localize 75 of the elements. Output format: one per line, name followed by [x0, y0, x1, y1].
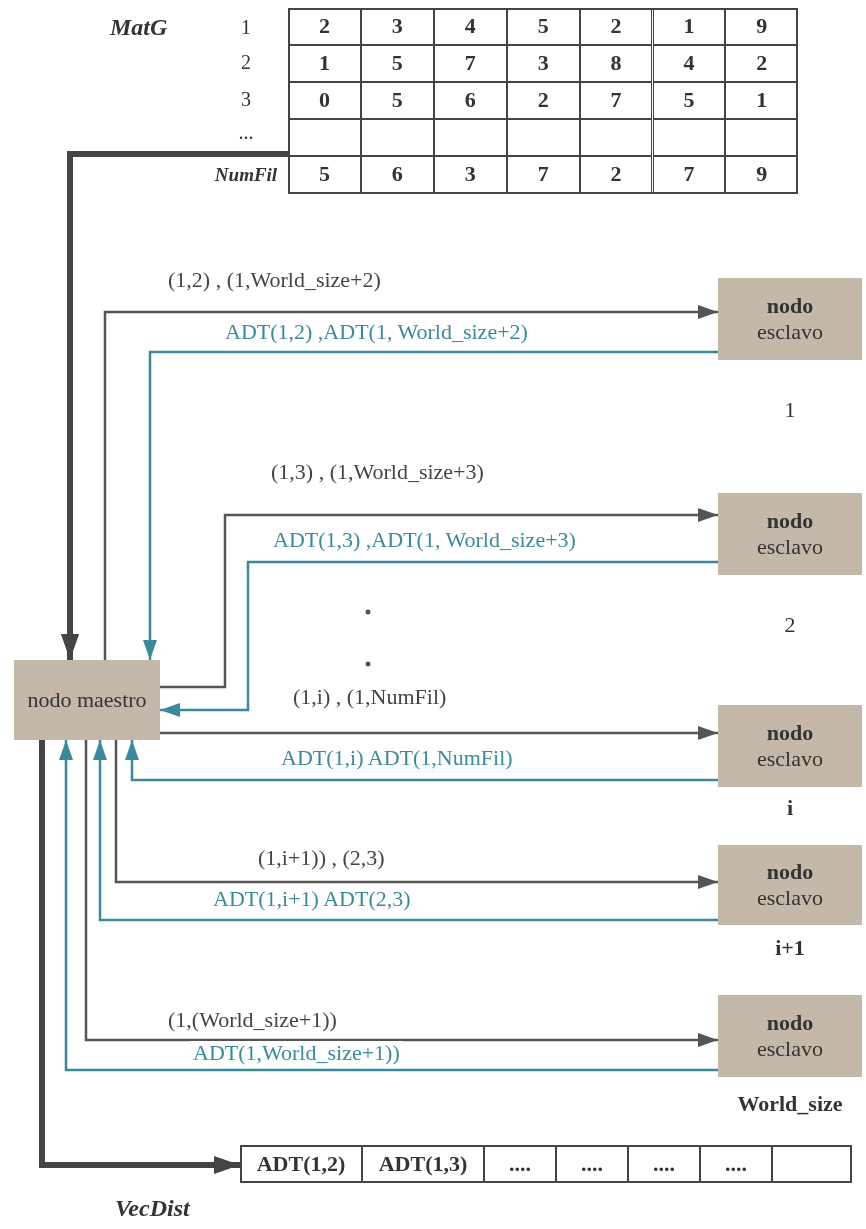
slave-node-box — [718, 995, 862, 1077]
table-cell: 3 — [506, 45, 580, 82]
node-heading: nodo — [766, 507, 814, 534]
node-caption: i — [786, 797, 794, 819]
table-cell: .... — [628, 1145, 700, 1183]
table-cell: 1 — [725, 82, 798, 119]
table-cell: 0 — [288, 82, 361, 119]
node-text: esclavo — [757, 1036, 823, 1063]
node-label: nodo maestro — [27, 686, 147, 714]
table-cell: 5 — [360, 82, 434, 119]
slave-node-box — [718, 845, 862, 925]
node-caption: i+1 — [775, 937, 805, 959]
slave-node-box — [718, 705, 862, 787]
table-cell: 7 — [506, 156, 580, 193]
table-cell: 2 — [288, 8, 361, 45]
row-label: NumFil — [214, 164, 278, 184]
row-label: ... — [238, 122, 254, 142]
table-cell: 6 — [360, 156, 434, 193]
table-cell: 4 — [652, 45, 726, 82]
table-cell: ADT(1,3) — [362, 1145, 484, 1183]
slave-node-box — [718, 278, 862, 360]
arrow — [103, 305, 718, 660]
arrow — [39, 740, 240, 1175]
data-table — [240, 1145, 852, 1183]
table-cell: 7 — [433, 45, 507, 82]
node-text: esclavo — [757, 885, 823, 912]
table-cell: 9 — [725, 8, 798, 45]
node-text: esclavo — [757, 746, 823, 773]
table-cell: 6 — [433, 82, 507, 119]
table-cell: 4 — [433, 8, 507, 45]
master-node-box — [14, 660, 160, 740]
table-cell: 5 — [288, 156, 361, 193]
arrow — [160, 508, 718, 689]
arrow — [160, 560, 718, 717]
arrow — [114, 740, 718, 889]
table-cell: 7 — [652, 156, 726, 193]
table-cell: 3 — [360, 8, 434, 45]
data-table — [288, 8, 798, 194]
node-heading: nodo — [766, 1009, 814, 1036]
row-label: 2 — [241, 52, 251, 72]
node-heading: nodo — [766, 292, 814, 319]
slave-node-box — [718, 493, 862, 575]
node-caption: 2 — [784, 614, 796, 636]
table-cell: 7 — [579, 82, 653, 119]
node-caption: World_size — [737, 1093, 843, 1115]
arrow — [93, 740, 718, 922]
node-caption: 1 — [784, 399, 796, 421]
table-cell: .... — [484, 1145, 556, 1183]
table-cell: .... — [700, 1145, 772, 1183]
table-title: VecDist — [115, 1196, 190, 1220]
row-label: 1 — [241, 17, 251, 37]
table-cell: 5 — [360, 45, 434, 82]
arrow — [143, 350, 718, 660]
table-cell: 5 — [506, 8, 580, 45]
table-title: MatG — [110, 15, 168, 39]
arrow — [125, 740, 718, 782]
node-heading: nodo — [766, 719, 814, 746]
table-cell: 2 — [725, 45, 798, 82]
table-cell: 5 — [652, 82, 726, 119]
arrow — [160, 726, 718, 740]
arrow — [60, 151, 288, 660]
node-text: esclavo — [757, 534, 823, 561]
table-cell: 1 — [288, 45, 361, 82]
table-cell: 2 — [506, 82, 580, 119]
node-heading: nodo — [766, 858, 814, 885]
table-cell: 2 — [579, 156, 653, 193]
table-cell: 3 — [433, 156, 507, 193]
edge-label: ADT(1,World_size+1)) — [190, 1041, 403, 1065]
node-text: esclavo — [757, 319, 823, 346]
table-cell: 8 — [579, 45, 653, 82]
row-label: 3 — [241, 89, 251, 109]
table-cell: 2 — [579, 8, 653, 45]
table-cell: .... — [556, 1145, 628, 1183]
table-cell: 1 — [652, 8, 726, 45]
table-cell: 9 — [725, 156, 798, 193]
